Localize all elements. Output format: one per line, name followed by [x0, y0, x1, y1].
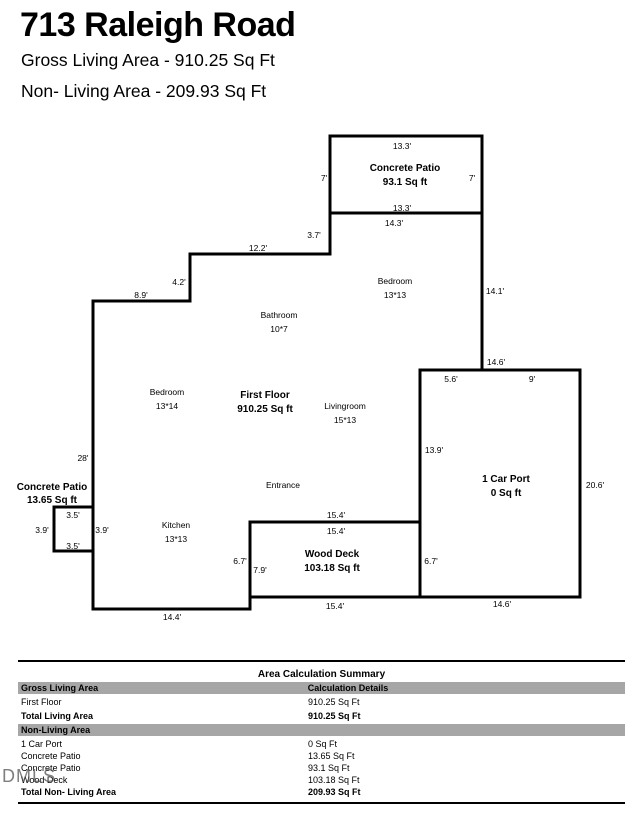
- patio-top-dim-right: 7': [469, 173, 476, 183]
- first-floor-name: First Floor: [240, 390, 290, 401]
- dim-top-right: 14.3': [385, 218, 404, 228]
- gross-header: Gross Living Area: [21, 683, 99, 693]
- patio-top-dim-left: 7': [321, 173, 328, 183]
- table-row: Total Living Area 910.25 Sq Ft: [18, 710, 625, 722]
- row-value: 93.1 Sq Ft: [308, 763, 350, 773]
- calc-header: Calculation Details: [307, 683, 389, 693]
- dim-right-lower: 14.6': [487, 357, 506, 367]
- patio-left-dim-top: 3.5': [66, 510, 80, 520]
- floor-plan: 13.3' Concrete Patio 93.1 Sq ft 7' 7' 13…: [17, 134, 605, 622]
- row-label: Concrete Patio: [21, 751, 81, 761]
- room-entrance-name: Entrance: [266, 480, 300, 490]
- row-label: Concrete Patio: [21, 763, 81, 773]
- row-label: 1 Car Port: [21, 739, 63, 749]
- dim-step-left: 4.2': [172, 277, 186, 287]
- dim-left-top: 8.9': [134, 290, 148, 300]
- concrete-patio-top-outline: [328, 134, 484, 215]
- dim-deck-top-outer: 15.4': [327, 510, 346, 520]
- summary-title: Area Calculation Summary: [257, 669, 386, 680]
- patio-left-dim-bottom: 3.5': [66, 541, 80, 551]
- row-value: 13.65 Sq Ft: [308, 751, 355, 761]
- table-row: First Floor 910.25 Sq Ft: [18, 696, 625, 708]
- area-summary-table: Area Calculation Summary Gross Living Ar…: [18, 660, 625, 804]
- deck-dim-right: 6.7': [424, 556, 438, 566]
- row-value: 0 Sq Ft: [308, 739, 338, 749]
- deck-dim-left: 7.9': [253, 565, 267, 575]
- table-row: Concrete Patio 13.65 Sq Ft: [18, 750, 625, 762]
- room-livingroom-size: 15*13: [334, 415, 356, 425]
- carport-dim-bottom: 14.6': [493, 599, 512, 609]
- carport-name: 1 Car Port: [482, 474, 530, 485]
- row-value: 103.18 Sq Ft: [308, 775, 360, 785]
- dim-bottom-left: 14.4': [163, 612, 182, 622]
- deck-dim-top: 15.4': [327, 526, 346, 536]
- patio-left-area: 13.65 Sq ft: [27, 495, 78, 506]
- page-title: 713 Raleigh Road: [20, 6, 296, 44]
- summary-gross-header-row: Gross Living Area Calculation Details: [18, 682, 625, 694]
- room-livingroom-name: Livingroom: [324, 401, 366, 411]
- row-value: 209.93 Sq Ft: [308, 787, 361, 797]
- table-row: Wood Deck 103.18 Sq Ft: [18, 774, 625, 786]
- table-row: 1 Car Port 0 Sq Ft: [18, 738, 625, 750]
- gross-living-subtitle: Gross Living Area - 910.25 Sq Ft: [21, 50, 275, 70]
- dim-kitchen-step: 6.7': [233, 556, 247, 566]
- patio-top-dim-bottom: 13.3': [393, 203, 412, 213]
- wood-deck-area: 103.18 Sq ft: [304, 563, 360, 574]
- patio-left-dim-left: 3.9': [35, 525, 49, 535]
- patio-top-dim-top: 13.3': [393, 141, 412, 151]
- table-row: Concrete Patio 93.1 Sq Ft: [18, 762, 625, 774]
- patio-left-dim-right: 3.9': [95, 525, 109, 535]
- deck-dim-bottom: 15.4': [326, 601, 345, 611]
- carport-dim-left: 13.9': [425, 445, 444, 455]
- watermark-logo: DMLS: [2, 766, 57, 786]
- wood-deck-outline: [250, 520, 422, 599]
- patio-left-name: Concrete Patio: [17, 482, 88, 493]
- dim-left-side: 28': [77, 453, 88, 463]
- row-label: First Floor: [21, 697, 62, 707]
- room-bathroom-size: 10*7: [270, 324, 288, 334]
- room-bedroom-left-name: Bedroom: [150, 387, 185, 397]
- room-bathroom-name: Bathroom: [261, 310, 298, 320]
- row-value: 910.25 Sq Ft: [308, 711, 361, 721]
- non-living-header: Non-Living Area: [21, 725, 91, 735]
- patio-top-area: 93.1 Sq ft: [383, 177, 428, 188]
- dim-mid-top: 12.2': [249, 243, 268, 253]
- row-label: Total Non- Living Area: [21, 787, 117, 797]
- room-bedroom-top-name: Bedroom: [378, 276, 413, 286]
- dim-step-right: 3.7': [307, 230, 321, 240]
- carport-area: 0 Sq ft: [491, 488, 522, 499]
- first-floor-area: 910.25 Sq ft: [237, 404, 293, 415]
- non-living-subtitle: Non- Living Area - 209.93 Sq Ft: [21, 81, 267, 101]
- carport-outline: [418, 368, 582, 599]
- dim-right-upper: 14.1': [486, 286, 505, 296]
- room-kitchen-size: 13*13: [165, 534, 187, 544]
- room-bedroom-top-size: 13*13: [384, 290, 406, 300]
- row-label: Total Living Area: [21, 711, 94, 721]
- carport-dim-top-right: 9': [529, 374, 536, 384]
- room-bedroom-left-size: 13*14: [156, 401, 178, 411]
- carport-dim-right: 20.6': [586, 480, 605, 490]
- summary-non-header-row: Non-Living Area: [18, 724, 625, 736]
- row-label: Wood Deck: [21, 775, 68, 785]
- row-value: 910.25 Sq Ft: [308, 697, 360, 707]
- table-row: Total Non- Living Area 209.93 Sq Ft: [18, 786, 625, 798]
- wood-deck-name: Wood Deck: [305, 549, 360, 560]
- room-kitchen-name: Kitchen: [162, 520, 191, 530]
- carport-dim-top-left: 5.6': [444, 374, 458, 384]
- patio-top-name: Concrete Patio: [370, 163, 441, 174]
- concrete-patio-left-outline: [52, 505, 95, 553]
